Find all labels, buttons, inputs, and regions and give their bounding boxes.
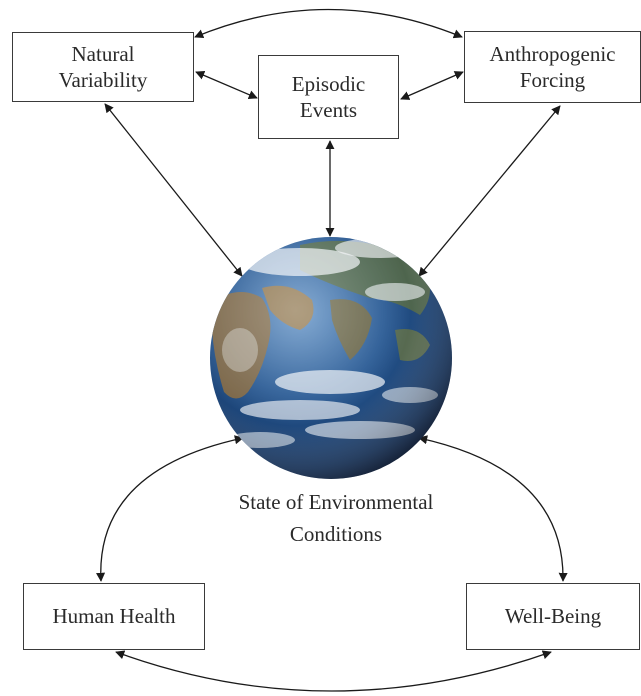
episodic-events-line-2: Events: [299, 98, 358, 122]
well-being-box: Well-Being: [466, 583, 640, 650]
anthropogenic-forcing-line-2: Forcing: [519, 68, 586, 92]
well-being-label: Well-Being: [504, 604, 602, 629]
arrow-earth-wellbeing: [418, 435, 568, 582]
anthropogenic-forcing-box: Anthropogenic Forcing: [464, 31, 641, 103]
arrow-anthropogenic-earth: [418, 105, 561, 277]
earth-globe: [210, 237, 452, 479]
natural-variability-box: Natural Variability: [12, 32, 194, 102]
state-label-line-2: Conditions: [289, 521, 383, 546]
human-health-box: Human Health: [23, 583, 205, 650]
arrow-natural-episodic: [195, 71, 258, 99]
arrow-health-wellbeing: [115, 650, 552, 692]
arrow-earth-health: [96, 435, 244, 582]
arrow-episodic-anthropogenic: [400, 71, 464, 100]
state-label-line-1: State of Environmental: [238, 490, 434, 514]
state-of-environmental-conditions-label: State of Environmental Conditions: [186, 487, 486, 550]
human-health-label: Human Health: [52, 604, 176, 629]
arrow-natural-anthropogenic: [194, 8, 463, 39]
episodic-events-box: Episodic Events: [258, 55, 399, 139]
episodic-events-line-1: Episodic: [291, 71, 366, 96]
anthropogenic-forcing-line-1: Anthropogenic: [489, 41, 616, 66]
arrow-natural-earth: [104, 103, 243, 277]
natural-variability-line-1: Natural: [71, 41, 135, 66]
natural-variability-line-2: Variability: [58, 68, 148, 92]
